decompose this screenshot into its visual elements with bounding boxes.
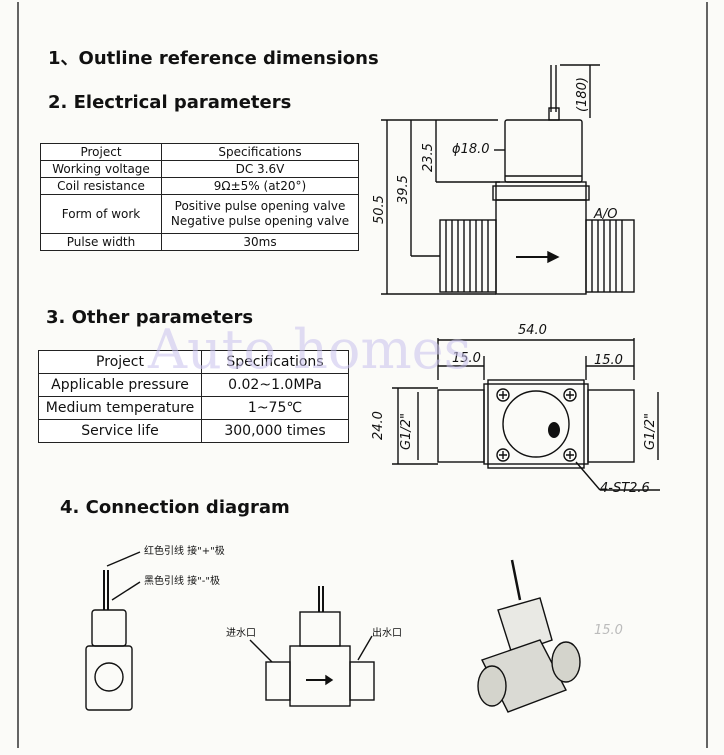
table-cell-line: Negative pulse opening valve bbox=[170, 214, 350, 228]
heading-outline-dimensions: 1、Outline reference dimensions bbox=[48, 48, 379, 69]
red-wire-label: 红色引线 接"+"极 bbox=[144, 544, 225, 557]
table-header-cell: Project bbox=[40, 143, 162, 161]
dim-23-5-label: 23.5 bbox=[421, 143, 436, 172]
table-cell: Pulse width bbox=[40, 233, 162, 251]
heading-other-parameters: 3. Other parameters bbox=[46, 307, 254, 328]
dim-15-left-label: 15.0 bbox=[452, 351, 481, 366]
faint-dim-label: 15.0 bbox=[594, 623, 623, 638]
side-view-drawing bbox=[381, 64, 635, 295]
table-row: Form of work Positive pulse opening valv… bbox=[40, 194, 359, 234]
dim-50-5-label: 50.5 bbox=[372, 195, 387, 224]
black-wire-label: 黑色引线 接"-"极 bbox=[144, 574, 220, 587]
table-cell: 300,000 times bbox=[201, 419, 349, 443]
table-cell: 1~75℃ bbox=[201, 396, 349, 420]
thread-g12-right-label: G1/2" bbox=[643, 413, 658, 450]
table-cell: Medium temperature bbox=[38, 396, 202, 420]
table-row: Project Specifications bbox=[38, 350, 349, 374]
outlet-label: 出水口 bbox=[372, 626, 402, 639]
table-row: Medium temperature 1~75℃ bbox=[38, 396, 349, 420]
screw-spec-label: 4-ST2.6 bbox=[600, 481, 650, 496]
electrical-parameters-table: Project Specifications Working voltage D… bbox=[40, 143, 359, 251]
dim-15-right-label: 15.0 bbox=[594, 353, 623, 368]
dim-54-label: 54.0 bbox=[518, 323, 547, 338]
other-parameters-table: Project Specifications Applicable pressu… bbox=[38, 350, 349, 443]
table-cell: Positive pulse opening valve Negative pu… bbox=[161, 194, 359, 234]
table-header-cell: Specifications bbox=[161, 143, 359, 161]
heading-connection-diagram: 4. Connection diagram bbox=[60, 497, 290, 518]
table-row: Applicable pressure 0.02~1.0MPa bbox=[38, 373, 349, 397]
table-cell: Service life bbox=[38, 419, 202, 443]
inlet-label: 进水口 bbox=[226, 627, 256, 639]
valve-mark bbox=[548, 422, 560, 438]
table-header-cell: Project bbox=[38, 350, 202, 374]
dim-180-label: (180) bbox=[575, 77, 590, 112]
table-cell: Working voltage bbox=[40, 160, 162, 178]
bottom-view-drawing bbox=[392, 338, 660, 491]
heading-electrical-parameters: 2. Electrical parameters bbox=[48, 92, 292, 113]
dim-24-label: 24.0 bbox=[371, 411, 386, 440]
table-row: Service life 300,000 times bbox=[38, 419, 349, 443]
dim-39-5-label: 39.5 bbox=[396, 175, 411, 204]
thread-g12-left-label: G1/2" bbox=[399, 413, 414, 450]
table-cell-line: Positive pulse opening valve bbox=[174, 199, 346, 213]
table-row: Project Specifications bbox=[40, 143, 359, 161]
dim-phi18-label: ϕ18.0 bbox=[452, 142, 490, 157]
table-cell: Form of work bbox=[40, 194, 162, 234]
connection-diagram bbox=[85, 551, 581, 713]
table-cell: 9Ω±5% (at20°) bbox=[161, 177, 359, 195]
table-header-cell: Specifications bbox=[201, 350, 349, 374]
ao-label: A/O bbox=[593, 207, 618, 222]
table-cell: Applicable pressure bbox=[38, 373, 202, 397]
table-row: Coil resistance 9Ω±5% (at20°) bbox=[40, 177, 359, 195]
watermark: Auto homes bbox=[148, 318, 472, 381]
table-cell: 30ms bbox=[161, 233, 359, 251]
table-row: Pulse width 30ms bbox=[40, 233, 359, 251]
table-cell: 0.02~1.0MPa bbox=[201, 373, 349, 397]
